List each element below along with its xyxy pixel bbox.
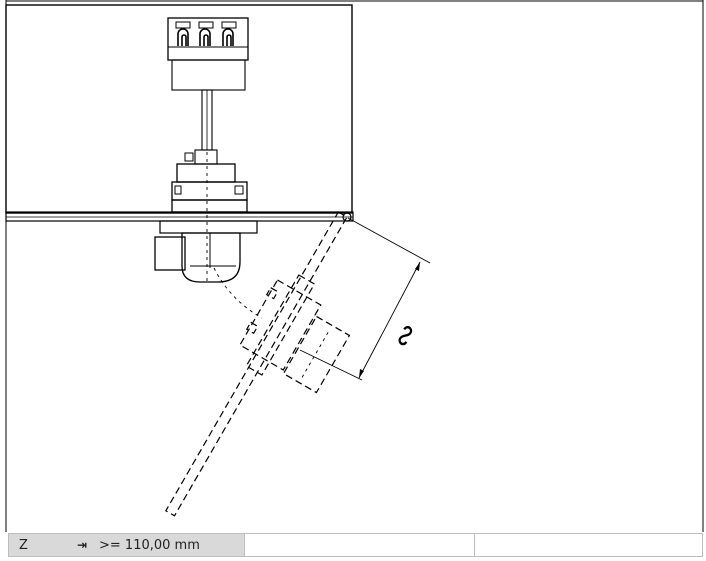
rotated-switch — [239, 274, 351, 394]
dimension-annotation: ∾ — [299, 217, 431, 381]
shaft — [184, 89, 218, 165]
dimension-value: >= 110,00 mm — [99, 537, 200, 553]
dimension-symbol: ∾ — [384, 316, 427, 355]
dimension-letter: Z — [19, 537, 28, 553]
legend-cell-dimension: Z ⇥ >= 110,00 mm — [9, 534, 245, 556]
dimension-legend: Z ⇥ >= 110,00 mm — [8, 533, 703, 557]
rotated-door — [165, 211, 348, 517]
hinge-point — [342, 212, 352, 222]
terminal-block — [167, 17, 249, 91]
enclosure-outline — [5, 4, 353, 214]
handle-front — [154, 220, 258, 283]
width-arrows-icon: ⇥ — [77, 538, 88, 552]
legend-cell-3 — [475, 534, 702, 556]
legend-cell-2 — [245, 534, 475, 556]
switch-body — [171, 163, 248, 213]
swing-arc — [213, 267, 263, 319]
